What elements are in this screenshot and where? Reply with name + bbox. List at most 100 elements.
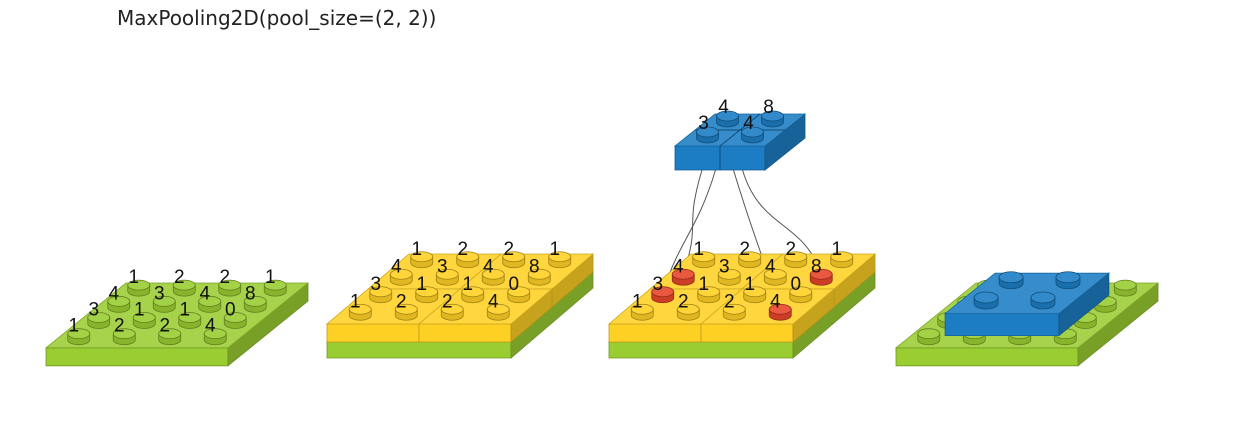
select-value-r0c3: 1 — [831, 239, 842, 260]
output-value-r0c1: 8 — [763, 97, 774, 118]
pool-stud-r3c1 — [394, 303, 418, 321]
select-stud-r3c3 — [768, 303, 792, 321]
pool-value-r3c3: 4 — [488, 291, 499, 312]
input-stud-r3c3 — [203, 328, 227, 346]
select-stud-r1c2 — [763, 268, 787, 286]
input-stud-r3c2 — [158, 328, 182, 346]
input-value-r2c0: 3 — [88, 300, 99, 321]
select-value-r1c0: 4 — [673, 256, 684, 277]
pool-stud-r2c1 — [415, 286, 439, 304]
output-stud-r0c1 — [761, 110, 784, 128]
select-stud-r2c3 — [789, 286, 813, 304]
input-stud-r2c1 — [132, 312, 156, 329]
pool-stud-r1c0 — [389, 268, 413, 286]
pool-stud-r0c0 — [410, 251, 434, 269]
select-stud-r0c1 — [738, 251, 762, 269]
pool-stud-r3c2 — [440, 303, 464, 321]
pooled-brick-stud-r0c1 — [1055, 271, 1081, 290]
pool-stud-r0c2 — [502, 251, 526, 269]
input-value-r1c2: 4 — [199, 283, 210, 304]
input-value-r0c2: 2 — [219, 267, 230, 288]
input-stud-r0c2 — [218, 279, 242, 297]
pool-stud-r3c3 — [486, 303, 510, 321]
select-stud-r3c0 — [630, 303, 654, 321]
select-value-r0c2: 2 — [785, 239, 796, 260]
pool-stud-r1c2 — [481, 268, 505, 286]
select-stud-r3c2 — [722, 303, 746, 321]
select-value-r1c2: 4 — [765, 256, 776, 277]
select-stud-r3c1 — [676, 303, 700, 321]
input-value-r1c1: 3 — [154, 283, 165, 304]
select-stud-r0c2 — [784, 251, 808, 269]
pool-value-r1c1: 3 — [437, 256, 448, 277]
input-value-r0c3: 1 — [265, 267, 276, 288]
input-value-r3c2: 2 — [159, 316, 170, 337]
input-value-r2c3: 0 — [225, 300, 236, 321]
input-value-r2c1: 1 — [134, 300, 145, 321]
select-stud-r2c0 — [651, 286, 675, 304]
output-value-r0c0: 4 — [718, 97, 729, 118]
output-stud-r1c1 — [741, 126, 764, 144]
select-value-r3c0: 1 — [632, 291, 643, 312]
select-stud-r2c2 — [743, 286, 767, 304]
plate-stud-r0c3 — [1113, 279, 1137, 297]
blue-output-brick — [673, 113, 807, 171]
pool-value-r3c2: 2 — [442, 291, 453, 312]
diagram-title: MaxPooling2D(pool_size=(2, 2)) — [117, 6, 437, 30]
plate-stud-r3c3 — [1053, 328, 1077, 346]
pool-value-r2c1: 1 — [416, 274, 427, 295]
pool-value-r3c0: 1 — [350, 291, 361, 312]
input-value-r1c3: 8 — [245, 283, 256, 304]
input-stud-r1c0 — [107, 295, 131, 313]
select-stud-r0c0 — [692, 251, 716, 269]
plate-stud-r3c0 — [917, 328, 941, 346]
pool-value-r0c2: 2 — [503, 239, 514, 260]
select-value-r2c2: 1 — [744, 274, 755, 295]
pool-stud-r1c3 — [527, 268, 551, 286]
input-stud-r2c0 — [87, 312, 111, 329]
select-stud-r1c1 — [717, 268, 741, 286]
select-value-r1c1: 3 — [719, 256, 730, 277]
input-value-r0c0: 1 — [128, 267, 139, 288]
select-value-r3c3: 4 — [770, 291, 781, 312]
pool-stud-r0c3 — [548, 251, 572, 269]
pool-value-r1c2: 4 — [483, 256, 494, 277]
input-value-r3c1: 2 — [114, 316, 125, 337]
pool-stud-r2c0 — [369, 286, 393, 304]
input-stud-r0c3 — [263, 279, 287, 297]
select-value-r2c0: 3 — [652, 274, 663, 295]
select-stud-r1c3 — [809, 268, 833, 286]
input-stud-r2c3 — [223, 312, 247, 329]
select-stud-r2c1 — [697, 286, 721, 304]
output-value-r1c1: 4 — [743, 113, 754, 134]
select-value-r2c3: 0 — [790, 274, 801, 295]
pool-value-r0c0: 1 — [411, 239, 422, 260]
select-value-r2c1: 1 — [698, 274, 709, 295]
output-value-r1c0: 3 — [698, 113, 709, 134]
pool-stud-r2c2 — [461, 286, 485, 304]
input-stud-r1c1 — [152, 295, 176, 313]
pooled-brick-stud-r0c0 — [998, 271, 1024, 290]
select-value-r3c2: 2 — [724, 291, 735, 312]
pool-value-r1c3: 8 — [529, 256, 540, 277]
input-value-r3c3: 4 — [205, 316, 216, 337]
input-value-r0c1: 2 — [174, 267, 185, 288]
pool-stud-r3c0 — [348, 303, 372, 321]
pooled-brick-stud-r1c0 — [973, 291, 999, 310]
pooled-brick-stud-r1c1 — [1030, 291, 1056, 310]
pool-value-r0c3: 1 — [549, 239, 560, 260]
input-stud-r0c1 — [172, 279, 196, 297]
pool-stud-r0c1 — [456, 251, 480, 269]
input-stud-r1c2 — [198, 295, 222, 313]
pool-value-r3c1: 2 — [396, 291, 407, 312]
input-value-r3c0: 1 — [68, 316, 79, 337]
pool-value-r2c3: 0 — [508, 274, 519, 295]
output-stud-r1c0 — [696, 126, 719, 144]
pool-stud-r1c1 — [435, 268, 459, 286]
pool-value-r2c0: 3 — [370, 274, 381, 295]
